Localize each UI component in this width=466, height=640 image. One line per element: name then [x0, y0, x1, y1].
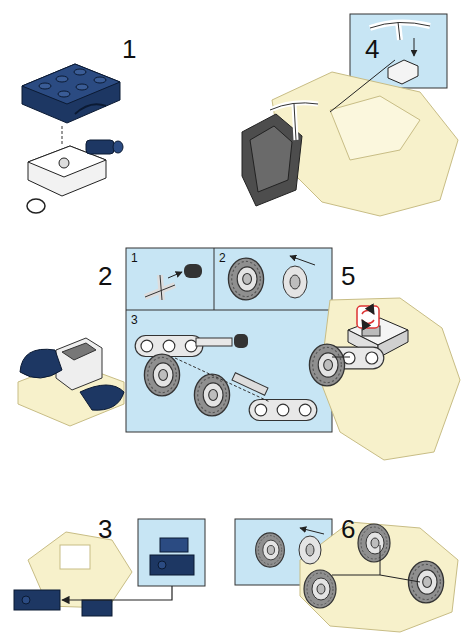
step-number: 4	[365, 36, 379, 62]
step-number: 3	[98, 516, 112, 542]
sub-step-number: 2	[219, 252, 226, 264]
step-number: 6	[341, 516, 355, 542]
step-number: 5	[341, 263, 355, 289]
sub-step-panel: 2	[214, 248, 332, 310]
step-number: 1	[122, 36, 136, 62]
step-number: 2	[98, 263, 112, 289]
sub-step-number: 3	[131, 314, 138, 326]
sub-step-number: 1	[131, 252, 138, 264]
sub-step-panel: 3	[126, 310, 332, 432]
sub-step-panel: 1	[126, 248, 214, 310]
